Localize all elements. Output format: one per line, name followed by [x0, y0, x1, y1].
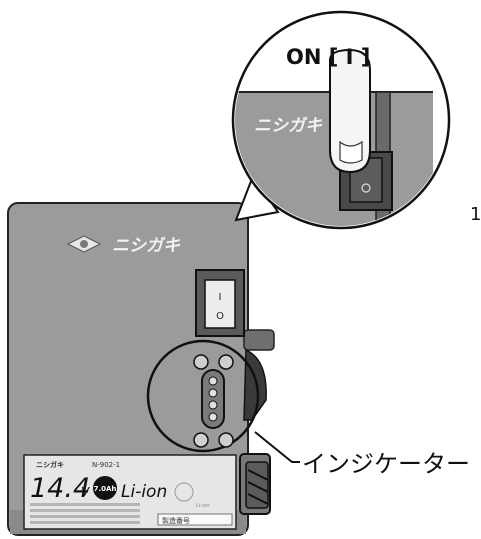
indicator-led [208, 376, 218, 386]
battery-voltage-unit: V [81, 485, 90, 499]
indicator-led-bar [201, 369, 225, 429]
recycle-icon [174, 482, 194, 502]
indicator-led [208, 412, 218, 422]
zoom-callout: ニシガキ ON [ I ] [231, 10, 451, 230]
capacity-badge [93, 476, 117, 500]
indicator-highlight-circle [146, 339, 260, 453]
battery-capacity: 7.0Ah [94, 485, 117, 493]
battery-label: ニシガキ N-902-1 14.4 V 7.0Ah Li-ion Li-ion … [23, 454, 237, 530]
indicator-screw [193, 354, 209, 370]
recycle-mark-text: Li-ion [196, 503, 210, 509]
battery-brand: ニシガキ [36, 460, 64, 469]
power-switch[interactable]: I O [195, 269, 245, 337]
battery-chemistry: Li-ion [121, 482, 167, 502]
switch-off-symbol: O [216, 311, 224, 322]
indicator-led [208, 388, 218, 398]
indicator-leader-line [254, 431, 300, 463]
switch-on-symbol: I [219, 292, 222, 303]
diamond-logo-icon [66, 235, 102, 253]
indicator-led [208, 400, 218, 410]
warning-text-block [30, 503, 140, 524]
zoom-on-label: ON [ I ] [286, 45, 370, 69]
panel-brand-text: ニシガキ [112, 236, 181, 256]
brand-logo: ニシガキ [66, 235, 181, 256]
battery-voltage: 14.4 [30, 473, 90, 504]
indicator-screw [218, 432, 234, 448]
battery-model: N-902-1 [92, 461, 120, 469]
motor-knob [239, 453, 271, 515]
indicator-screw [193, 432, 209, 448]
indicator-panel [146, 339, 260, 453]
indicator-screw [218, 354, 234, 370]
side-number: 1 [470, 204, 481, 225]
zoom-brand-text: ニシガキ [254, 116, 323, 136]
indicator-label: インジケーター [302, 450, 470, 478]
serial-label: 製造番号 [162, 516, 190, 525]
